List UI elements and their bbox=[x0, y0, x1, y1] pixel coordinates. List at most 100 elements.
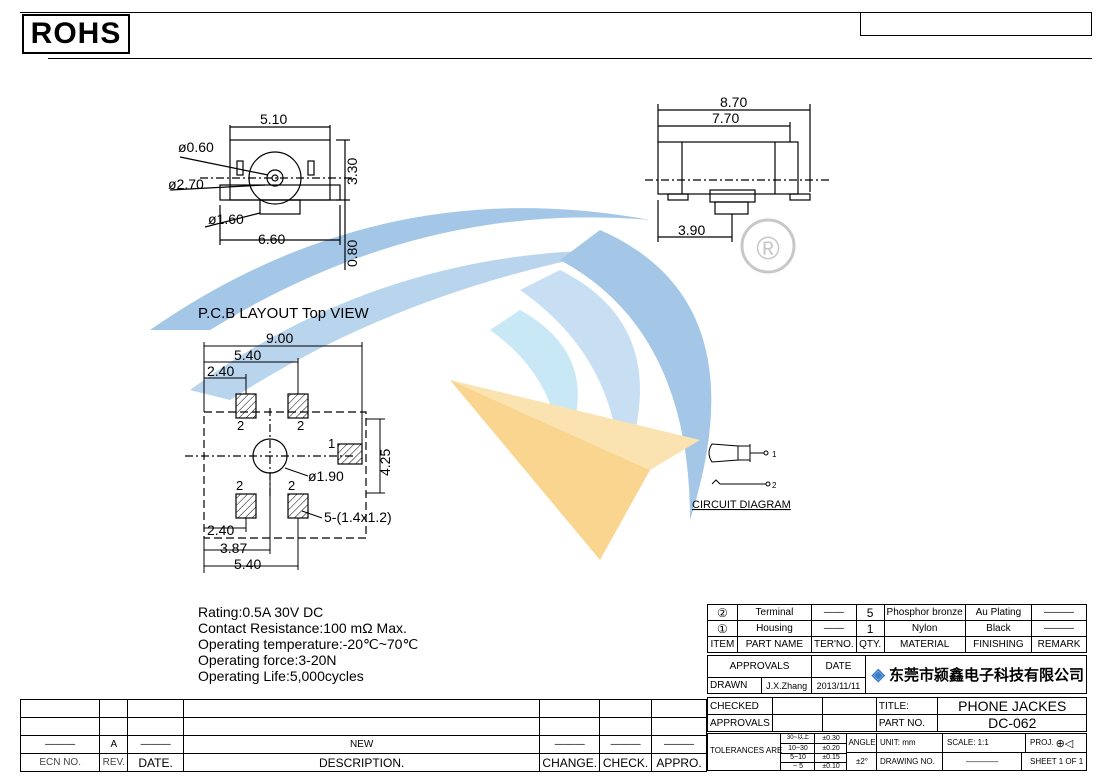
part-no-label: PART NO. bbox=[875, 714, 939, 732]
pad-label: 2 bbox=[297, 418, 304, 433]
rev-value: A bbox=[99, 735, 129, 754]
rev-header: REV. bbox=[99, 753, 129, 772]
dim-5-40-bottom: 5.40 bbox=[234, 556, 261, 572]
note-contact-resistance: Contact Resistance:100 mΩ Max. bbox=[198, 620, 407, 636]
drawn-label: DRAWN bbox=[706, 677, 763, 694]
dim-2-40: 2.40 bbox=[207, 363, 234, 379]
tol-range: 30~以上 bbox=[781, 734, 815, 744]
bom-ter: —— bbox=[811, 620, 857, 637]
dim-6-60: 6.60 bbox=[258, 231, 285, 247]
approvals-header: APPROVALS bbox=[706, 655, 813, 678]
top-view-drawing: 5.10 ø0.60 ø2.70 ø1.60 6.60 3.30 0.80 bbox=[168, 111, 360, 270]
drawing-no-value: ———— bbox=[943, 753, 1022, 770]
bom-remark: ——— bbox=[1031, 620, 1087, 637]
checked-label: CHECKED bbox=[707, 697, 773, 715]
bom-header-ter: TER'NO. bbox=[811, 636, 857, 653]
appro-header: APPRO. bbox=[651, 753, 707, 772]
drawn-by: J.X.Zhang bbox=[761, 677, 813, 694]
company-name-text: 东莞市颍鑫电子科技有限公司 bbox=[888, 667, 1084, 684]
dim-d1-90: ø1.90 bbox=[308, 468, 344, 484]
unit-label: UNIT: mm bbox=[877, 734, 943, 752]
tol-value: ±0.20 bbox=[815, 744, 847, 754]
tolerances-label: TOLERANCES ARE bbox=[710, 746, 783, 755]
dim-d2-70: ø2.70 bbox=[168, 176, 204, 192]
dim-4-25: 4.25 bbox=[377, 449, 393, 476]
description-value: NEW bbox=[182, 735, 541, 754]
bom-part: Housing bbox=[736, 620, 813, 637]
date-header: DATE bbox=[811, 655, 866, 678]
bom-remark: ——— bbox=[1031, 604, 1087, 621]
ecn-header: ECN NO. bbox=[19, 753, 101, 772]
bom-qty: 5 bbox=[855, 604, 885, 621]
circuit-title: CIRCUIT DIAGRAM bbox=[692, 499, 791, 511]
tol-range: 10~30 bbox=[781, 744, 815, 754]
frame-line bbox=[48, 58, 1092, 59]
bom-table: ② Terminal —— 5 Phosphor bronze Au Plati… bbox=[707, 604, 1087, 653]
change-header: CHANGE. bbox=[539, 753, 601, 772]
appro-value: ——— bbox=[651, 735, 707, 754]
bom-item: ② bbox=[707, 604, 738, 621]
pad-label: 2 bbox=[237, 418, 244, 433]
bom-material: Nylon bbox=[883, 620, 966, 637]
bom-header-material: MATERIAL bbox=[883, 636, 966, 653]
date-header: DATE. bbox=[127, 753, 184, 772]
bom-header-remark: REMARK bbox=[1031, 636, 1087, 653]
pcb-layout-drawing: 9.00 5.40 2.40 4.25 ø1.90 2.40 3.87 5.40… bbox=[185, 330, 393, 573]
pin-1-label: 1 bbox=[772, 450, 777, 459]
dim-5-10: 5.10 bbox=[260, 111, 287, 127]
part-no: DC-062 bbox=[937, 714, 1087, 732]
dim-2-40-bottom: 2.40 bbox=[207, 522, 234, 538]
rohs-logo: ROHS bbox=[22, 14, 130, 54]
angle-label: ANGLE bbox=[847, 734, 877, 753]
dim-5-40: 5.40 bbox=[234, 347, 261, 363]
bom-header-part: PART NAME bbox=[736, 636, 813, 653]
frame-top-line bbox=[20, 12, 1092, 13]
title-block-lower: CHECKED TITLE: PHONE JACKES APPROVALS PA… bbox=[707, 697, 1087, 732]
tol-range: 5~10 bbox=[781, 754, 815, 763]
note-temperature: Operating temperature:-20℃~70℃ bbox=[198, 636, 419, 652]
pad-spec: 5-(1.4x1.2) bbox=[324, 509, 392, 525]
title-block: APPROVALS DATE ◈ 东莞市颍鑫电子科技有限公司 DRAWN J.X… bbox=[706, 655, 1088, 694]
check-value: ——— bbox=[599, 735, 653, 754]
dim-3-30: 3.30 bbox=[344, 158, 360, 185]
company-logo-icon: ◈ bbox=[871, 665, 885, 684]
note-force: Operating force:3-20N bbox=[198, 652, 337, 668]
projection-symbol-icon: ⊕◁ bbox=[1055, 737, 1074, 750]
ecn-value: ——— bbox=[19, 735, 101, 754]
bom-qty: 1 bbox=[855, 620, 885, 637]
pin-2-label: 2 bbox=[772, 481, 777, 490]
date-value: ——— bbox=[127, 735, 184, 754]
dim-3-87: 3.87 bbox=[220, 540, 247, 556]
bom-finishing: Au Plating bbox=[964, 604, 1033, 621]
dim-d0-60: ø0.60 bbox=[178, 139, 214, 155]
sheet-label: SHEET 1 OF 1 bbox=[1030, 757, 1084, 766]
tolerance-block: TOLERANCES ARE 30~以上 10~30 5~10 ~ 5 ±0.3… bbox=[707, 733, 1087, 771]
bom-item: ① bbox=[707, 620, 738, 637]
corner-title-box bbox=[860, 12, 1092, 36]
drawing-no-label: DRAWING NO. bbox=[877, 753, 943, 770]
scale-label: SCALE: 1:1 bbox=[943, 734, 1026, 752]
side-view-drawing: 8.70 7.70 3.90 bbox=[645, 94, 830, 242]
bom-header-item: ITEM bbox=[707, 636, 738, 653]
company-name: ◈ 东莞市颍鑫电子科技有限公司 bbox=[864, 655, 1088, 694]
bom-material: Phosphor bronze bbox=[883, 604, 966, 621]
bom-header-qty: QTY. bbox=[855, 636, 885, 653]
circuit-diagram: 1 2 CIRCUIT DIAGRAM bbox=[692, 443, 791, 511]
tol-value: ±0.30 bbox=[815, 734, 847, 744]
note-rating: Rating:0.5A 30V DC bbox=[198, 604, 324, 620]
spec-notes: Rating:0.5A 30V DC Contact Resistance:10… bbox=[198, 604, 418, 684]
approvals-label: APPROVALS bbox=[707, 714, 773, 732]
description-header: DESCRIPTION. bbox=[182, 753, 541, 772]
drawing-title: PHONE JACKES bbox=[937, 697, 1087, 715]
bom-ter: —— bbox=[811, 604, 857, 621]
check-header: CHECK. bbox=[599, 753, 653, 772]
dim-9-00: 9.00 bbox=[266, 330, 293, 346]
dim-7-70: 7.70 bbox=[712, 110, 739, 126]
dim-0-80: 0.80 bbox=[344, 240, 360, 267]
dim-8-70: 8.70 bbox=[720, 94, 747, 110]
title-label: TITLE: bbox=[875, 697, 939, 715]
change-value: ——— bbox=[539, 735, 601, 754]
pad-label: 2 bbox=[236, 478, 243, 493]
pad-label: 1 bbox=[328, 436, 335, 451]
